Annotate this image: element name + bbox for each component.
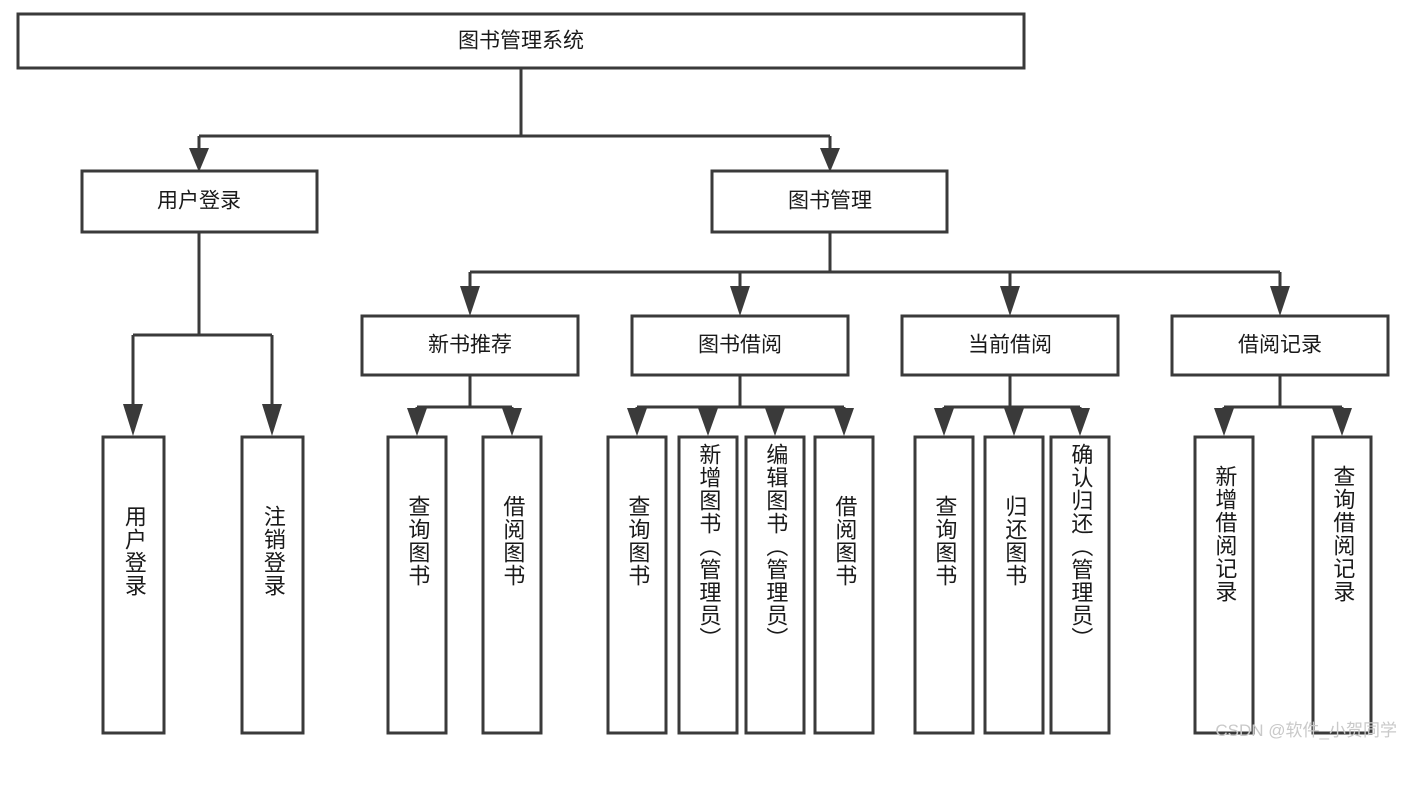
arrowhead-leaf-logout	[262, 404, 282, 436]
edges-root-to-level2	[189, 68, 840, 172]
leaf-box-borrow-book-1[interactable]	[481, 435, 543, 735]
arrowhead-add-record	[1214, 408, 1234, 436]
node-user-login-box[interactable]	[80, 169, 319, 234]
node-book-borrow[interactable]: 图书借阅	[630, 314, 850, 377]
edges-book-manage-to-level3	[460, 232, 1290, 316]
edges-current-borrow-to-leaves	[934, 375, 1090, 436]
node-new-book-rec-box[interactable]	[360, 314, 580, 377]
leaf-box-edit-book[interactable]	[744, 435, 806, 735]
arrowhead-book-borrow	[730, 286, 750, 316]
arrowhead-new-book-rec	[460, 286, 480, 316]
arrowhead-borrow-book-2	[834, 408, 854, 436]
arrowhead-return-book	[1004, 408, 1024, 436]
node-root[interactable]: 图书管理系统	[16, 12, 1026, 70]
leaf-box-logout[interactable]	[240, 435, 305, 735]
edges-borrow-record-to-leaves	[1214, 375, 1352, 436]
node-book-manage-label: 图书管理	[788, 190, 872, 213]
arrowhead-leaf-user-login	[123, 404, 143, 436]
flowchart-canvas: 图书管理系统 用户登录 图书管理 新书推荐 图书借阅 当前借阅 借阅记录	[16, 12, 1397, 740]
leaf-box-query-book-1[interactable]	[386, 435, 448, 735]
node-user-login[interactable]: 用户登录	[80, 169, 319, 234]
leaf-box-borrow-book-2[interactable]	[813, 435, 875, 735]
node-borrow-record[interactable]: 借阅记录	[1170, 314, 1390, 377]
leaf-box-query-book-3[interactable]	[913, 435, 975, 735]
edges-book-borrow-to-leaves	[627, 375, 854, 436]
arrowhead-add-book	[698, 408, 718, 436]
node-user-login-label: 用户登录	[157, 190, 241, 213]
arrowhead-current-borrow	[1000, 286, 1020, 316]
leaf-box-confirm-return[interactable]	[1049, 435, 1111, 735]
node-root-box[interactable]	[16, 12, 1026, 70]
node-current-borrow[interactable]: 当前借阅	[900, 314, 1120, 377]
node-borrow-record-label: 借阅记录	[1238, 334, 1322, 357]
leaf-box-user-login[interactable]	[101, 435, 166, 735]
node-book-manage-box[interactable]	[710, 169, 949, 234]
arrowhead-query-book-3	[934, 408, 954, 436]
tree-diagram-svg: 图书管理系统 用户登录 图书管理 新书推荐 图书借阅 当前借阅 借阅记录	[16, 12, 1390, 735]
node-new-book-rec-label: 新书推荐	[428, 334, 512, 357]
node-book-borrow-box[interactable]	[630, 314, 850, 377]
arrowhead-borrow-record	[1270, 286, 1290, 316]
edges-new-book-rec-to-leaves	[407, 375, 522, 436]
arrowhead-book-manage	[820, 148, 840, 172]
node-borrow-record-box[interactable]	[1170, 314, 1390, 377]
edges-user-login-to-leaves	[123, 232, 282, 436]
leaf-box-return-book[interactable]	[983, 435, 1045, 735]
node-current-borrow-label: 当前借阅	[968, 334, 1052, 357]
arrowhead-confirm-return	[1070, 408, 1090, 436]
csdn-watermark: CSDN @软件_小贺同学	[1215, 721, 1397, 740]
leaf-box-query-record[interactable]	[1311, 435, 1373, 735]
arrowhead-edit-book	[765, 408, 785, 436]
node-current-borrow-box[interactable]	[900, 314, 1120, 377]
node-book-manage[interactable]: 图书管理	[710, 169, 949, 234]
arrowhead-user-login	[189, 148, 209, 172]
leaf-box-query-book-2[interactable]	[606, 435, 668, 735]
leaf-boxes	[101, 435, 1373, 735]
node-new-book-rec[interactable]: 新书推荐	[360, 314, 580, 377]
arrowhead-borrow-book-1	[502, 408, 522, 436]
node-root-label: 图书管理系统	[458, 30, 584, 53]
node-book-borrow-label: 图书借阅	[698, 334, 782, 357]
arrowhead-query-book-2	[627, 408, 647, 436]
leaf-box-add-book[interactable]	[677, 435, 739, 735]
arrowhead-query-record	[1332, 408, 1352, 436]
leaf-box-add-record[interactable]	[1193, 435, 1255, 735]
arrowhead-query-book-1	[407, 408, 427, 436]
